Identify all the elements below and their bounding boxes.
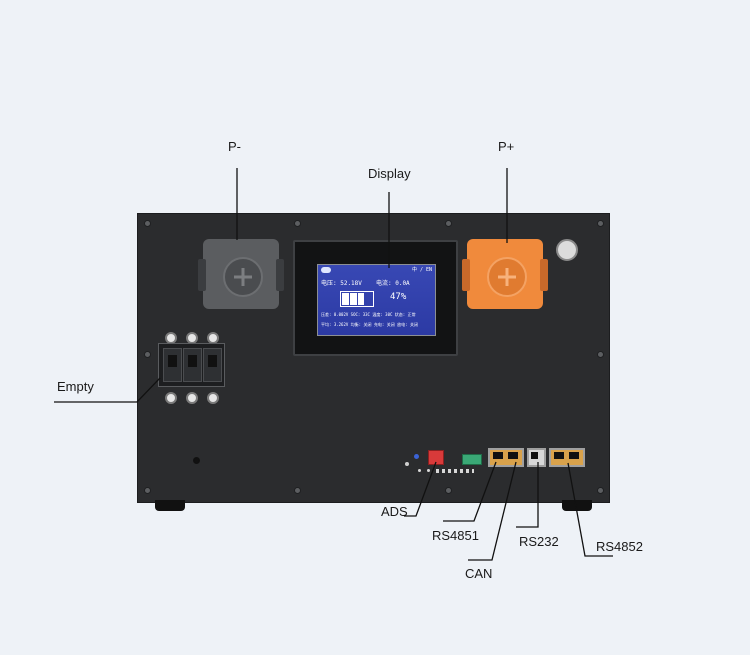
screw: [597, 487, 604, 494]
screw: [294, 220, 301, 227]
screw: [144, 220, 151, 227]
negative-terminal[interactable]: [198, 239, 284, 309]
rs4851-port[interactable]: [488, 448, 524, 467]
aux-dot: [427, 469, 430, 472]
p-plus-label: P+: [498, 139, 515, 154]
breaker-bolt: [165, 392, 177, 404]
screw: [144, 351, 151, 358]
display-label: Display: [368, 166, 411, 181]
language-toggle[interactable]: 中 / EN: [411, 267, 432, 273]
aux-dot: [418, 469, 421, 472]
dry-contact-terminal[interactable]: [462, 454, 482, 465]
indicator-leds: [436, 469, 474, 473]
screw: [597, 351, 604, 358]
screw: [193, 457, 200, 464]
lcd-screen: 中 / EN 电压: 52.18V 电流: 0.0A 47% 压差: 0.002…: [317, 264, 436, 336]
breaker-bolt: [207, 392, 219, 404]
reset-hole[interactable]: [405, 462, 409, 466]
ads-label: ADS: [381, 504, 408, 519]
empty-label: Empty: [57, 379, 94, 394]
voltage-readout: 电压: 52.18V: [321, 280, 362, 287]
can-label: CAN: [465, 566, 493, 581]
battery-level-icon: [340, 291, 374, 307]
cloud-icon: [321, 267, 331, 273]
soc-readout: 47%: [390, 292, 407, 302]
terminal-plug-icon: [223, 257, 263, 297]
ads-dip-switch[interactable]: [428, 450, 444, 465]
p-minus-label: P-: [228, 139, 241, 154]
rs4852-port[interactable]: [549, 448, 585, 467]
screw: [445, 220, 452, 227]
rs232-port[interactable]: [527, 448, 546, 467]
positive-terminal[interactable]: [462, 239, 548, 309]
terminal-plug-icon: [487, 257, 527, 297]
status-row-1: 压差: 0.002V SOC: 33C 温度: 30C 状态: 正常: [321, 312, 416, 317]
status-led: [414, 454, 419, 459]
rs232-label: RS232: [519, 534, 559, 549]
rs4851-label: RS4851: [432, 528, 479, 543]
breaker-bolt: [186, 392, 198, 404]
power-button[interactable]: [556, 239, 578, 261]
screw: [144, 487, 151, 494]
circuit-breaker[interactable]: [158, 343, 225, 387]
cabinet-foot: [562, 500, 592, 511]
screw: [597, 220, 604, 227]
current-readout: 电流: 0.0A: [376, 280, 410, 287]
screw: [294, 487, 301, 494]
status-row-2: 平均: 3.262V 均衡: 关闭 充电: 关闭 放电: 关闭: [321, 322, 418, 327]
rs4852-label: RS4852: [596, 539, 643, 554]
screw: [445, 487, 452, 494]
cabinet-foot: [155, 500, 185, 511]
display-frame: 中 / EN 电压: 52.18V 电流: 0.0A 47% 压差: 0.002…: [293, 240, 458, 356]
